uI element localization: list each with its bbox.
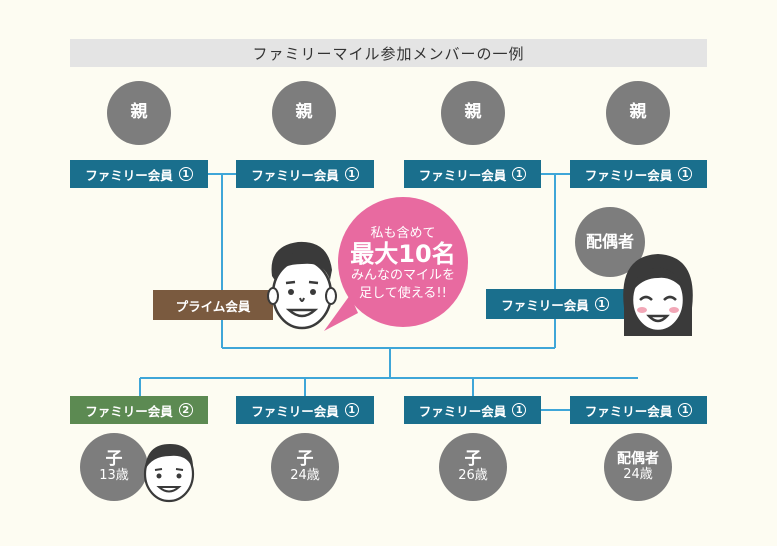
member-number: 1 [512,167,527,181]
bubble-line-1: 私も含めて [370,225,436,241]
member-number: 1 [678,403,693,417]
bubble-line-3: みんなのマイルを [350,268,455,284]
boy-face-illustration [143,444,195,503]
max-members-bubble: 私も含めて 最大10名 みんなのマイルを 足して使える!! [338,197,468,327]
parent-circle-4: 親 [606,81,670,145]
bubble-line-2: 最大10名 [350,239,456,268]
parent-circle-3: 親 [441,81,505,145]
parent-circle-2: 親 [272,81,336,145]
woman-face-illustration [623,254,693,336]
member-number: 2 [178,403,193,417]
member-number: 1 [512,403,527,417]
bubble-line-4: 足して使える!! [359,285,447,301]
man-face-illustration [267,241,337,330]
bubble-tail [324,295,358,331]
diagram-title: ファミリーマイル参加メンバーの一例 [70,39,707,67]
parent-circle-1: 親 [107,81,171,145]
prime-member-label: プライム会員 [153,290,273,320]
member-number: 1 [344,167,359,181]
member-number: 1 [594,297,609,311]
member-number: 1 [678,167,693,181]
member-number: 1 [178,167,193,181]
member-number: 1 [344,403,359,417]
